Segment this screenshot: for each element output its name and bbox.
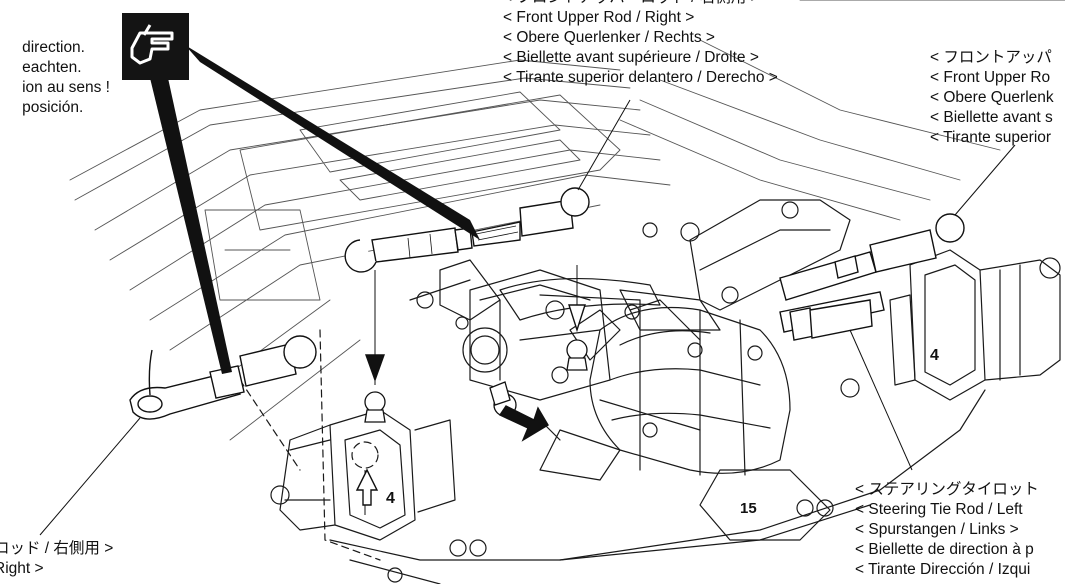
upper-arm — [499, 199, 851, 361]
label-line: < Obere Querlenk — [930, 89, 1054, 106]
lower-plate — [329, 342, 986, 584]
stamp-skid: 15 — [740, 500, 757, 517]
right-knuckle — [889, 249, 1061, 401]
label-steering-tie-rod: < ステアリングタイロット < Steering Tie Rod / Left … — [855, 480, 1039, 580]
label-line: posición. — [22, 99, 84, 116]
label-front-upper-rod-right: < フロントアッパ < Front Upper Ro < Obere Querl… — [930, 48, 1054, 148]
label-rod-left-bottom: ロッド / 右側用 > Right > — [0, 539, 113, 579]
label-line: direction. — [22, 39, 85, 56]
label-line: < Obere Querlenker / Rechts > — [503, 29, 715, 46]
label-line: < Tirante superior — [930, 129, 1052, 146]
label-line: ion au sens ! — [22, 79, 110, 96]
ball-studs — [364, 339, 588, 423]
leader-lines — [39, 99, 1016, 536]
label-line: < Steering Tie Rod / Left — [855, 501, 1023, 518]
stamp-left-knuckle: 4 — [386, 490, 395, 507]
front-upper-rod-top — [344, 187, 590, 273]
label-line: < ステアリングタイロット — [855, 481, 1039, 498]
left-knuckle — [270, 409, 456, 541]
stamp-right-knuckle: 4 — [930, 347, 939, 364]
steering-tie-rod — [779, 291, 885, 341]
front-upper-rod-right — [779, 213, 965, 301]
label-line: < Biellette avant s — [930, 109, 1053, 126]
part-stamps: 4 4 15 — [386, 347, 939, 517]
label-line: < Spurstangen / Links > — [855, 521, 1019, 538]
label-line: < Tirante superior delantero / Derecho > — [503, 69, 778, 86]
pointing-hand-icon — [122, 13, 189, 80]
arrow-down-icon — [355, 304, 586, 506]
label-front-upper-rod-right-top: < フロントアッパーロッド / 右側用 > < Front Upper Rod … — [503, 0, 778, 88]
label-line: eachten. — [22, 59, 82, 76]
front-bulkhead — [409, 259, 791, 476]
label-line: Right > — [0, 560, 44, 577]
label-line: < Biellette de direction à p — [855, 541, 1034, 558]
label-line: < フロントアッパーロッド / 右側用 > — [503, 0, 778, 8]
callout-wedges — [150, 45, 480, 374]
label-line: < フロントアッパ — [930, 49, 1052, 66]
label-line: ロッド / 右側用 > — [0, 540, 114, 557]
front-upper-rod-left — [129, 335, 317, 420]
label-line: < Tirante Dirección / Izqui — [855, 561, 1031, 578]
label-line: < Front Upper Ro — [930, 69, 1051, 86]
label-caution-note: direction. eachten. ion au sens ! posici… — [22, 38, 110, 118]
label-line: < Biellette avant supérieure / Drolte > — [503, 49, 759, 66]
label-line: < Front Upper Rod / Right > — [503, 9, 695, 26]
